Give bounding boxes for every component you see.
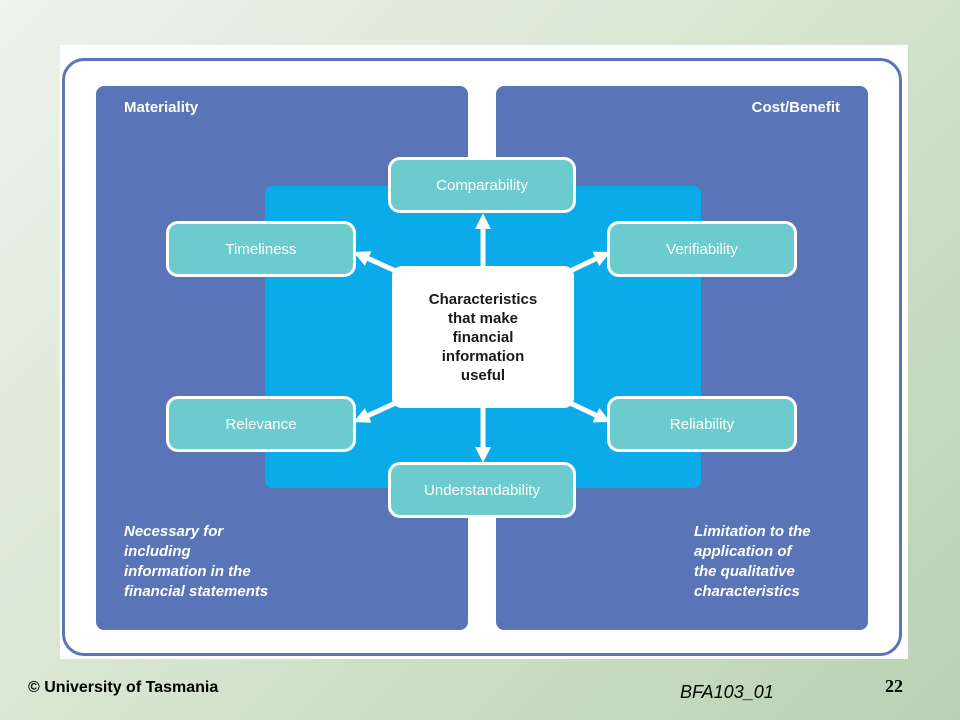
arrow-to-reliability [566,399,611,423]
arrow-to-verifiability [566,251,611,275]
arrow-to-relevance [353,399,400,423]
reliability-node: Reliability [607,396,797,452]
copyright-text: © University of Tasmania [28,679,219,696]
relevance-node: Relevance [166,396,356,452]
understandability-node: Understandability [388,462,576,518]
materiality-title: Materiality [124,99,199,116]
cost-benefit-title: Cost/Benefit [751,99,840,116]
verifiability-node: Verifiability [607,221,797,277]
central-concept: Characteristics that make financial info… [392,266,574,408]
timeliness-node: Timeliness [166,221,356,277]
cost-benefit-note: Limitation to the application of the qua… [694,523,811,600]
page-number: 22 [885,676,903,696]
course-code: BFA103_01 [680,682,774,702]
comparability-node: Comparability [388,157,576,213]
arrow-to-timeliness [353,251,400,275]
materiality-note: Necessary for including information in t… [124,523,269,600]
